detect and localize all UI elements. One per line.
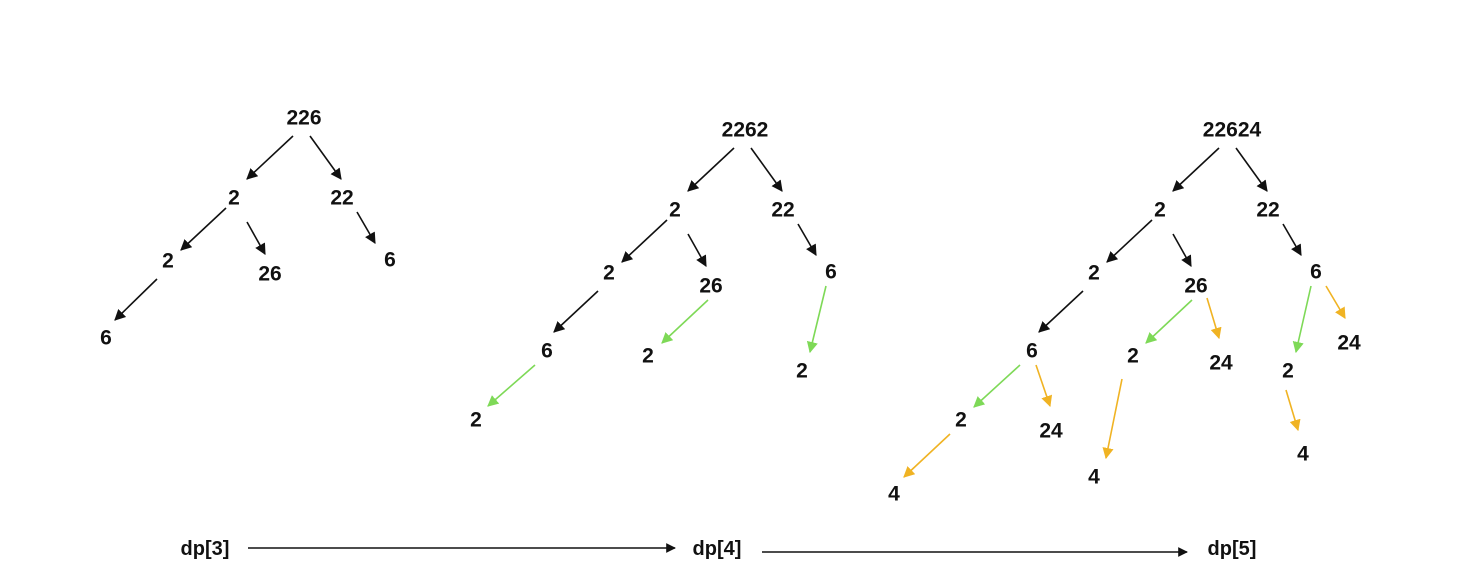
edge-green-arrow: [1145, 299, 1193, 344]
edge-black-arrow: [1106, 219, 1153, 263]
tree-node: 22: [771, 199, 794, 222]
tree-node: 6: [1310, 261, 1322, 284]
tree-node: 26: [1184, 275, 1207, 298]
tree-node: 6: [100, 327, 112, 350]
edge-black-arrow: [246, 135, 294, 180]
edge-black-arrow: [180, 207, 227, 251]
tree-node: 226: [286, 107, 321, 130]
tree-node: 22: [1256, 199, 1279, 222]
edge-green-arrow: [806, 285, 827, 354]
edge-orange-arrow: [1035, 364, 1053, 408]
edge-green-arrow: [1292, 285, 1312, 354]
tree-node: 2: [669, 199, 681, 222]
tree-node: 2: [955, 409, 967, 432]
edge-green-arrow: [487, 364, 536, 407]
tree-dp5: [903, 147, 1346, 478]
tree-node: 4: [1088, 466, 1100, 489]
tree-node: 2: [1088, 262, 1100, 285]
edge-orange-arrow: [1285, 389, 1301, 432]
tree-node: 2262: [722, 119, 769, 142]
edge-black-arrow: [1038, 290, 1084, 333]
tree-node: 2: [1127, 345, 1139, 368]
tree-node: 6: [541, 340, 553, 363]
steps-layer: dp[3] dp[4] dp[5]: [181, 538, 1257, 560]
edge-black-arrow: [553, 290, 599, 333]
tree-node: 4: [888, 483, 900, 506]
tree-node: 6: [1026, 340, 1038, 363]
step-label-s5: dp[5]: [1208, 538, 1257, 560]
edges-layer: [114, 135, 1346, 478]
edge-green-arrow: [973, 364, 1021, 408]
edge-black-arrow: [114, 278, 158, 321]
tree-node: 2: [796, 360, 808, 383]
edge-black-arrow: [797, 223, 817, 256]
edge-black-arrow: [356, 211, 376, 244]
edge-black-arrow: [621, 219, 668, 263]
edge-black-arrow: [1172, 233, 1192, 267]
tree-node: 2: [470, 409, 482, 432]
tree-node: 22: [330, 187, 353, 210]
tree-node: 2: [603, 262, 615, 285]
tree-node: 24: [1039, 420, 1063, 443]
edge-green-arrow: [661, 299, 709, 344]
tree-node: 24: [1337, 332, 1361, 355]
tree-dp4: [487, 147, 827, 407]
edge-black-arrow: [687, 147, 735, 192]
edge-orange-arrow: [1325, 285, 1346, 319]
tree-node: 6: [825, 261, 837, 284]
edge-orange-arrow: [1206, 297, 1222, 340]
edge-black-arrow: [1282, 223, 1302, 256]
edge-black-arrow: [687, 233, 707, 267]
tree-node: 26: [699, 275, 722, 298]
tree-node: 22624: [1203, 119, 1262, 142]
tree-node: 4: [1297, 443, 1309, 466]
edge-orange-arrow: [1102, 378, 1123, 460]
edge-black-arrow: [1172, 147, 1220, 192]
edge-black-arrow: [750, 147, 783, 192]
tree-node: 26: [258, 263, 281, 286]
edge-black-arrow: [309, 135, 342, 180]
tree-node: 2: [642, 345, 654, 368]
step-label-s3: dp[3]: [181, 538, 230, 560]
tree-node: 2: [1282, 360, 1294, 383]
tree-node: 2: [1154, 199, 1166, 222]
tree-node: 2: [228, 187, 240, 210]
tree-node: 2: [162, 250, 174, 273]
edge-black-arrow: [1235, 147, 1268, 192]
step-label-s4: dp[4]: [693, 538, 742, 560]
edge-black-arrow: [246, 221, 266, 255]
tree-node: 24: [1209, 352, 1233, 375]
edge-orange-arrow: [903, 433, 951, 478]
tree-dp3: [114, 135, 376, 321]
tree-node: 6: [384, 249, 396, 272]
